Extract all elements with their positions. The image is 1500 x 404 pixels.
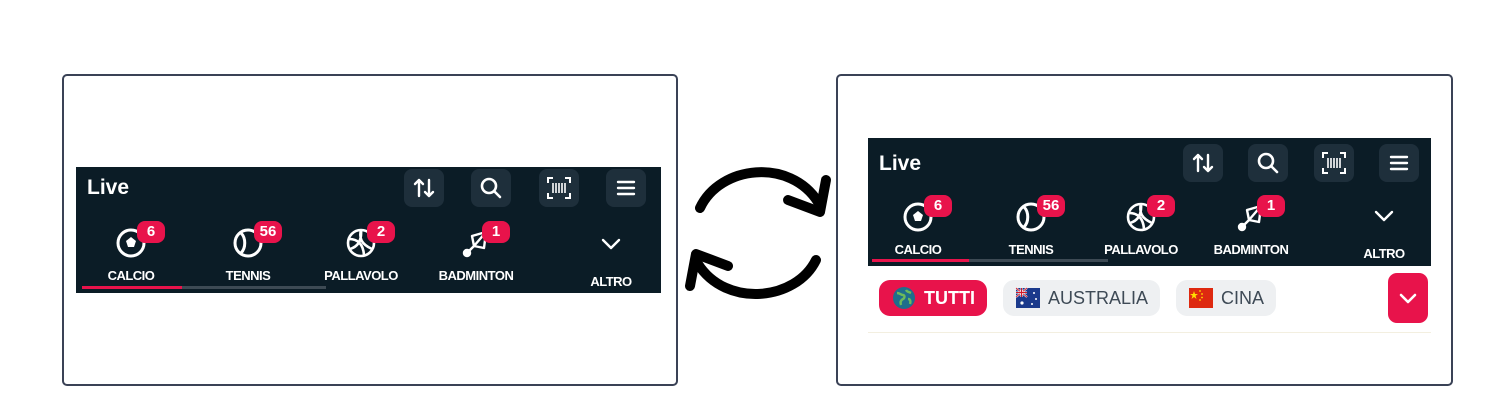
tab-scroll-indicator-fill: [872, 259, 969, 262]
more-sports-button[interactable]: ALTRO: [581, 231, 641, 293]
event-count-badge: 2: [1147, 195, 1175, 217]
sort-button[interactable]: [404, 169, 444, 207]
tab-scroll-indicator: [872, 259, 1108, 262]
tab-scroll-indicator: [82, 286, 326, 289]
search-icon: [1257, 152, 1279, 174]
filter-chip-tutti[interactable]: TUTTI: [879, 280, 987, 316]
barcode-scan-icon: [547, 177, 571, 199]
tennis-ball-icon: [1015, 201, 1047, 233]
soccer-ball-icon: [115, 227, 147, 259]
tennis-ball-icon: [232, 227, 264, 259]
event-count-badge: 6: [924, 195, 952, 217]
barcode-scan-icon: [1322, 152, 1346, 174]
sport-tab-badminton[interactable]: 1 BADMINTON: [421, 221, 531, 293]
search-button[interactable]: [471, 169, 511, 207]
tab-scroll-indicator-fill: [82, 286, 182, 289]
sport-label: CALCIO: [107, 268, 155, 283]
china-flag-icon: [1188, 285, 1214, 311]
event-count-badge: 1: [1257, 195, 1285, 217]
more-label: ALTRO: [1363, 246, 1405, 261]
sport-tab-pallavolo[interactable]: 2 PALLAVOLO: [1086, 195, 1196, 266]
sport-tab-calcio[interactable]: 6 CALCIO: [76, 221, 186, 293]
filter-label: CINA: [1221, 287, 1265, 308]
menu-icon: [1389, 155, 1409, 171]
more-label: ALTRO: [590, 274, 632, 289]
sport-label: BADMINTON: [1213, 242, 1289, 257]
sport-tab-tennis[interactable]: 56 TENNIS: [193, 221, 303, 293]
soccer-ball-icon: [902, 201, 934, 233]
sport-label: BADMINTON: [438, 268, 514, 283]
barcode-scan-button[interactable]: [539, 169, 579, 207]
shuttlecock-icon: [460, 227, 492, 259]
search-button[interactable]: [1248, 144, 1288, 182]
menu-icon: [616, 180, 636, 196]
event-count-badge: 1: [482, 221, 510, 243]
menu-button[interactable]: [1379, 144, 1419, 182]
event-count-badge: 56: [1037, 195, 1065, 217]
search-icon: [480, 177, 502, 199]
page-title: Live: [87, 176, 130, 199]
sport-tab-pallavolo[interactable]: 2 PALLAVOLO: [306, 221, 416, 293]
sort-icon: [413, 178, 435, 198]
sport-label: PALLAVOLO: [324, 268, 398, 283]
sort-button[interactable]: [1183, 144, 1223, 182]
sport-label: CALCIO: [894, 242, 942, 257]
chevron-down-icon: [1374, 210, 1394, 222]
sport-label: TENNIS: [1008, 242, 1054, 257]
expand-filters-button[interactable]: [1388, 273, 1428, 323]
shuttlecock-icon: [1235, 201, 1267, 233]
event-count-badge: 6: [137, 221, 165, 243]
sport-label: TENNIS: [225, 268, 271, 283]
sport-tab-calcio[interactable]: 6 CALCIO: [868, 195, 973, 266]
event-count-badge: 2: [367, 221, 395, 243]
live-header-bar: Live 6 CALCIO 56 TENNIS 2 PALLAVOLO 1: [868, 138, 1431, 266]
sport-tab-badminton[interactable]: 1 BADMINTON: [1196, 195, 1306, 266]
volleyball-icon: [345, 227, 377, 259]
chevron-down-icon: [601, 238, 621, 250]
australia-flag-icon: [1015, 285, 1041, 311]
live-header-bar: Live 6 CALCIO 56 TENNIS 2 PALLAVOLO 1: [76, 167, 661, 293]
more-sports-button[interactable]: ALTRO: [1354, 203, 1414, 266]
page-title: Live: [879, 152, 922, 175]
sport-tab-tennis[interactable]: 56 TENNIS: [976, 195, 1086, 266]
country-filter-row: TUTTI AUSTRALIA CINA: [868, 266, 1431, 333]
sort-icon: [1192, 153, 1214, 173]
filter-chip-cina[interactable]: CINA: [1176, 280, 1277, 316]
menu-button[interactable]: [606, 169, 646, 207]
sport-label: PALLAVOLO: [1104, 242, 1178, 257]
chevron-down-icon: [1399, 293, 1417, 304]
cycle-arrows-icon: [685, 167, 831, 299]
barcode-scan-button[interactable]: [1314, 144, 1354, 182]
filter-label: TUTTI: [924, 287, 975, 308]
globe-icon: [891, 285, 917, 311]
event-count-badge: 56: [254, 221, 282, 243]
volleyball-icon: [1125, 201, 1157, 233]
filter-label: AUSTRALIA: [1048, 287, 1149, 308]
filter-chip-australia[interactable]: AUSTRALIA: [1003, 280, 1161, 316]
